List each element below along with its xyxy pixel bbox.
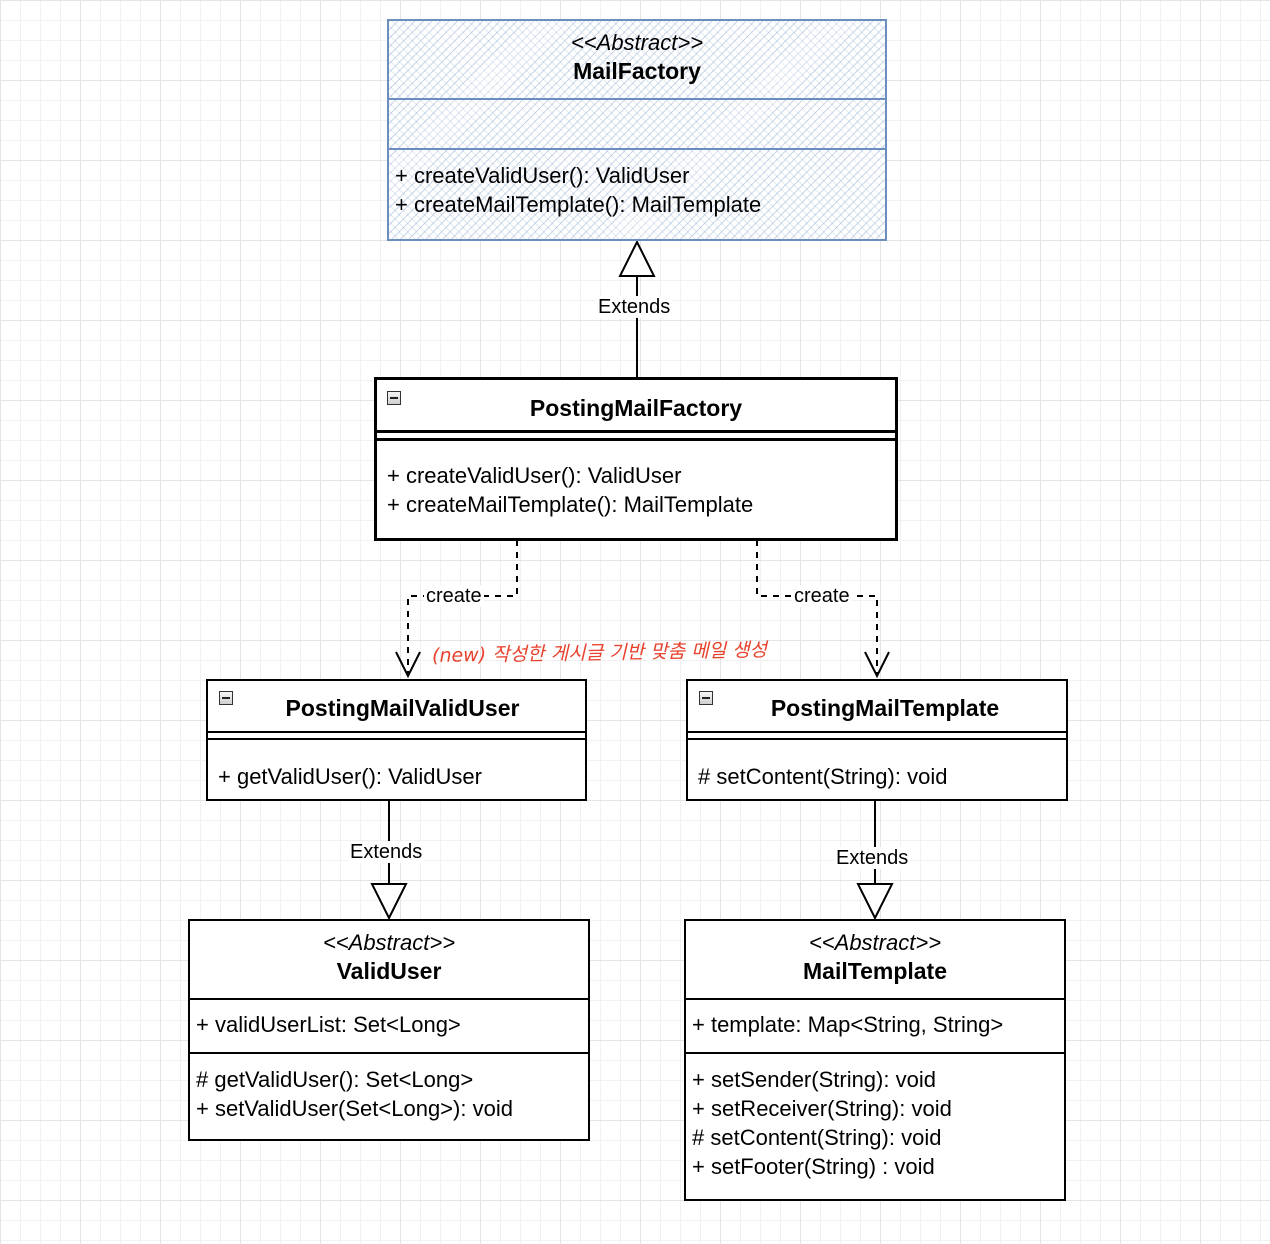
divider <box>686 1052 1064 1054</box>
attribute-row: + template: Map<String, String> <box>692 1012 1004 1037</box>
create-line-right <box>756 540 878 676</box>
extends-label-factory: Extends <box>596 296 673 318</box>
class-name: MailTemplate <box>803 958 947 984</box>
method-row: # getValidUser(): Set<Long> <box>196 1067 474 1092</box>
attribute-row: + validUserList: Set<Long> <box>196 1012 461 1037</box>
create-label-left: create <box>424 585 484 607</box>
divider <box>688 731 1066 733</box>
create-arrowhead-right <box>864 651 890 679</box>
create-arrowhead-left <box>395 651 421 679</box>
divider <box>190 1052 588 1054</box>
divider <box>190 998 588 1000</box>
class-name: PostingMailValidUser <box>285 695 520 721</box>
class-name: ValidUser <box>336 958 442 984</box>
collapse-toggle-icon[interactable] <box>219 691 233 705</box>
collapse-toggle-icon[interactable] <box>387 391 401 405</box>
method-row: + createValidUser(): ValidUser <box>387 463 682 488</box>
class-name: PostingMailFactory <box>529 395 743 421</box>
divider <box>389 98 885 100</box>
divider <box>377 430 895 433</box>
method-row: + setReceiver(String): void <box>692 1096 952 1121</box>
stereotype-label: <<Abstract>> <box>570 30 704 55</box>
method-row: # setContent(String): void <box>692 1125 942 1150</box>
divider <box>688 738 1066 740</box>
method-row: # setContent(String): void <box>698 764 948 789</box>
class-valid-user[interactable]: <<Abstract>> ValidUser + validUserList: … <box>188 919 590 1141</box>
method-row: + createMailTemplate(): MailTemplate <box>395 192 762 217</box>
collapse-toggle-icon[interactable] <box>699 691 713 705</box>
class-mail-factory[interactable]: <<Abstract>> MailFactory + createValidUs… <box>387 19 887 241</box>
class-posting-mail-template[interactable]: PostingMailTemplate # setContent(String)… <box>686 679 1068 801</box>
divider <box>208 731 585 733</box>
divider <box>389 148 885 150</box>
class-name: PostingMailTemplate <box>770 695 1000 721</box>
stereotype-label: <<Abstract>> <box>808 930 942 955</box>
method-row: + setFooter(String) : void <box>692 1154 935 1179</box>
class-mail-template[interactable]: <<Abstract>> MailTemplate + template: Ma… <box>684 919 1066 1201</box>
extends-arrowhead-mailtemplate <box>856 883 894 921</box>
divider <box>686 998 1064 1000</box>
divider <box>377 438 895 441</box>
method-row: + createValidUser(): ValidUser <box>395 163 690 188</box>
method-row: + setValidUser(Set<Long>): void <box>196 1096 513 1121</box>
divider <box>208 738 585 740</box>
extends-arrowhead-factory <box>618 239 656 277</box>
create-label-right: create <box>792 585 852 607</box>
stereotype-label: <<Abstract>> <box>322 930 456 955</box>
method-row: + createMailTemplate(): MailTemplate <box>387 492 754 517</box>
extends-label-validuser: Extends <box>348 841 425 863</box>
method-row: + setSender(String): void <box>692 1067 936 1092</box>
extends-label-mailtemplate: Extends <box>834 847 911 869</box>
extends-arrowhead-validuser <box>370 883 408 921</box>
class-name: MailFactory <box>573 58 701 84</box>
method-row: + getValidUser(): ValidUser <box>218 764 482 789</box>
class-posting-mail-valid-user[interactable]: PostingMailValidUser + getValidUser(): V… <box>206 679 587 801</box>
class-posting-mail-factory[interactable]: PostingMailFactory + createValidUser(): … <box>374 377 898 541</box>
